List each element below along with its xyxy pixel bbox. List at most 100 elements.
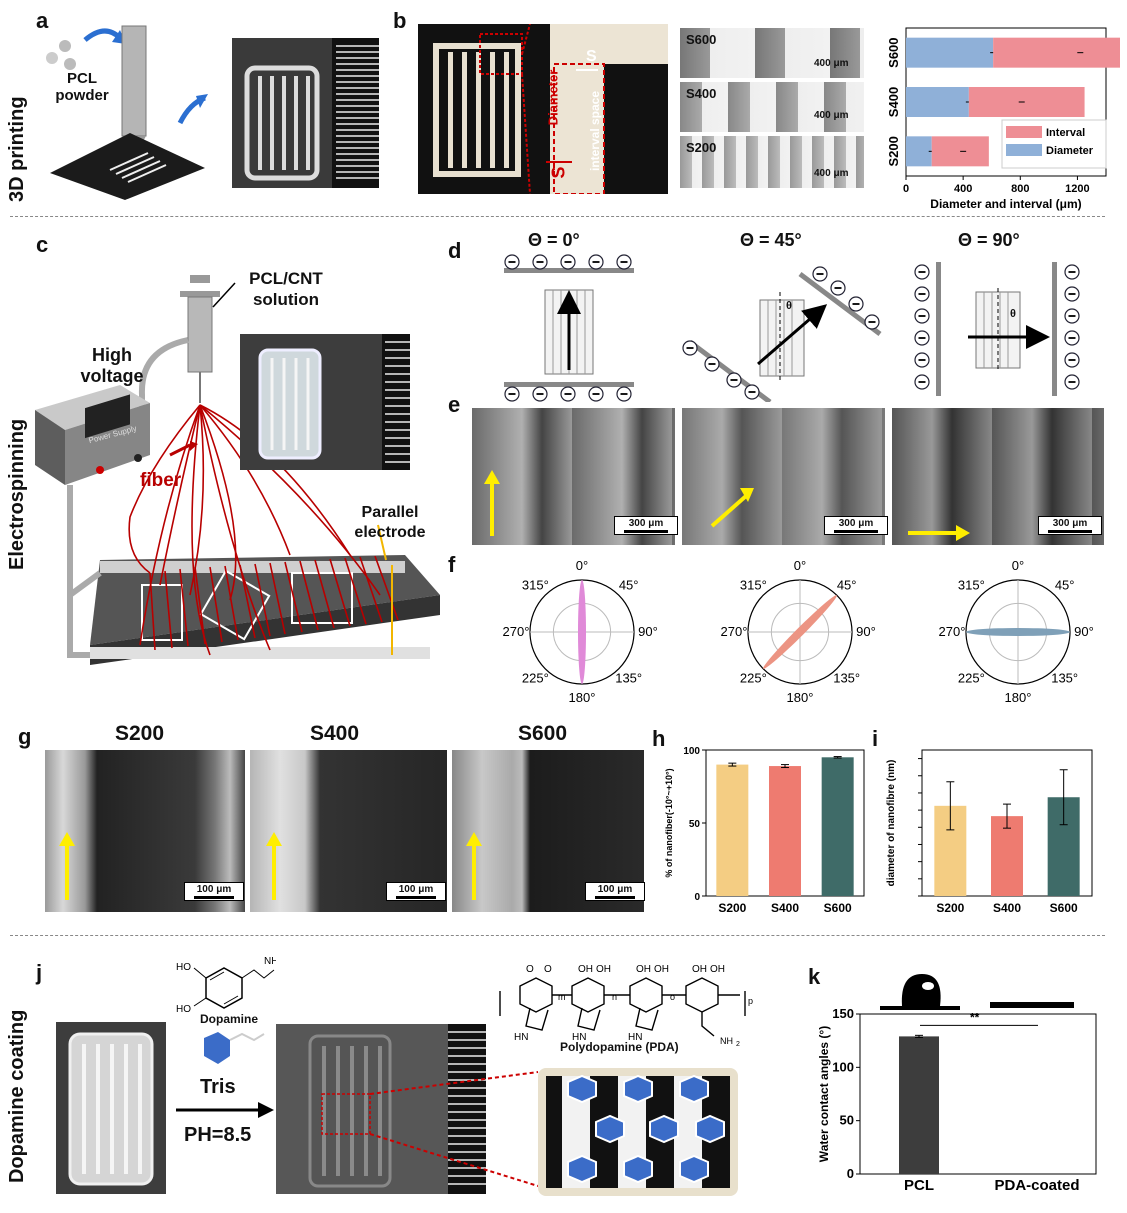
scale-g-s600-text: 100 μm (597, 884, 633, 895)
polar-tick-label: 45° (619, 577, 639, 592)
printer-illustration (46, 25, 208, 200)
polar-tick-label: 315° (522, 577, 549, 592)
legend-label: Diameter (1046, 145, 1094, 157)
plot-frame (859, 1013, 1097, 1175)
printed-scaffold-photo (232, 38, 379, 188)
svg-text:OH: OH (636, 964, 651, 975)
scale-e-45-text: 300 μm (838, 518, 874, 529)
g-title-s400: S400 (310, 722, 360, 745)
interval-label: interval space (588, 90, 603, 172)
contact-angle-droplets (880, 974, 1074, 1010)
category-label: S200 (886, 136, 901, 166)
svg-text:HN: HN (572, 1032, 586, 1043)
polar-tick-label: 135° (833, 671, 860, 686)
bar-diameter-s600 (906, 37, 994, 68)
panel-label-a: a (36, 8, 49, 33)
legend-label: Interval (1046, 127, 1085, 139)
polar-tick-label: 45° (837, 577, 857, 592)
svg-text:NH: NH (720, 1036, 733, 1046)
sem-s200 (680, 136, 864, 188)
y-tick-label: 100 (683, 746, 700, 757)
svg-text:HO: HO (176, 1004, 191, 1015)
orientation-lobe (966, 628, 1070, 636)
scale-e-90-text: 300 μm (1052, 518, 1088, 529)
polar-tick-label: 90° (638, 624, 658, 639)
bar-s200 (716, 764, 749, 896)
bar-s600 (821, 757, 854, 896)
polar-tick-label: 90° (856, 624, 876, 639)
sem-s600 (680, 28, 864, 78)
svg-text:p: p (748, 996, 753, 1006)
polar-tick-label: 180° (787, 690, 814, 705)
section-label-electrospinning: Electrospinning (6, 418, 28, 570)
electrode-label: Parallel electrode (354, 504, 426, 541)
zoom-lines (370, 1071, 539, 1187)
sem-s400-scale: 400 μm (814, 110, 849, 121)
x-tick-label: S400 (771, 901, 799, 915)
svg-text:NH: NH (264, 956, 276, 967)
y-tick-label: 50 (689, 819, 701, 830)
panel-label-i: i (872, 726, 879, 751)
svg-text:OH: OH (692, 964, 707, 975)
bar-s400 (991, 816, 1023, 896)
angle-90-title: Θ = 90° (958, 230, 1020, 250)
significance-mark: ** (970, 1010, 980, 1024)
svg-text:OH: OH (654, 964, 669, 975)
scale-g-s200-text: 100 μm (196, 884, 232, 895)
orientation-lobe (578, 580, 586, 684)
y-axis-label: diameter of nanofibre (nm) (886, 760, 897, 887)
panel-label-e: e (448, 392, 461, 417)
coated-scaffold-photo (276, 1024, 486, 1194)
svg-text:2: 2 (736, 1041, 740, 1046)
polar-tick-label: 0° (1012, 558, 1024, 573)
pda-coating-schematic (538, 1068, 738, 1196)
sem-s400-label: S400 (686, 86, 717, 101)
polar-tick-label: 0° (794, 558, 806, 573)
y-tick-label: 0 (694, 892, 700, 903)
y-tick-label: 50 (840, 1113, 854, 1128)
svg-text:HN: HN (628, 1032, 642, 1043)
polar-tick-label: 315° (958, 577, 985, 592)
bar-diameter-s200 (906, 136, 932, 167)
x-tick-label: 800 (1011, 183, 1029, 195)
polar-tick-label: 135° (615, 671, 642, 686)
sem-s200-label: S200 (686, 140, 717, 155)
section-label-dopamine: Dopamine coating (6, 1009, 28, 1183)
g-title-s600: S600 (518, 722, 568, 745)
theta-label-45: θ (786, 300, 792, 312)
polar-tick-label: 135° (1051, 671, 1078, 686)
solution-label: PCL/CNT solution (249, 269, 323, 309)
x-tick-label: S200 (718, 901, 746, 915)
angle-0-title: Θ = 0° (528, 230, 580, 250)
polar-tick-label: 45° (1055, 577, 1075, 592)
sem-s400 (680, 82, 864, 132)
svg-text:m: m (558, 992, 566, 1002)
scale-e-90: 300 μm (1038, 516, 1102, 535)
x-tick-label: 400 (954, 183, 972, 195)
s-label-bottom: S (548, 166, 569, 179)
electrospinning-setup-illustration (35, 275, 440, 665)
panel-label-g: g (18, 724, 32, 749)
ph-label: PH=8.5 (184, 1124, 252, 1146)
x-tick-label: 1200 (1065, 183, 1089, 195)
tris-icon (204, 1032, 265, 1064)
x-tick-label: PDA-coated (994, 1177, 1079, 1194)
scale-g-s400: 100 μm (386, 882, 446, 901)
high-voltage-label: High voltage (80, 345, 144, 386)
powder-label: PCL powder (55, 70, 109, 104)
y-tick-label: 0 (847, 1166, 854, 1181)
section-divider-2 (10, 935, 1105, 936)
x-tick-label: PCL (904, 1177, 934, 1194)
x-tick-label: S400 (993, 901, 1021, 915)
y-tick-label: 150 (832, 1008, 854, 1021)
panel-label-k: k (808, 964, 821, 989)
polar-orientation-plots: 0°45°90°135°180°225°270°315°0°45°90°135°… (503, 558, 1094, 705)
y-tick-label: 100 (832, 1059, 854, 1074)
uncoated-scaffold-photo (56, 1022, 166, 1194)
dopamine-label: Dopamine (200, 1012, 259, 1026)
reaction-arrow (176, 1102, 274, 1118)
polar-tick-label: 90° (1074, 624, 1094, 639)
